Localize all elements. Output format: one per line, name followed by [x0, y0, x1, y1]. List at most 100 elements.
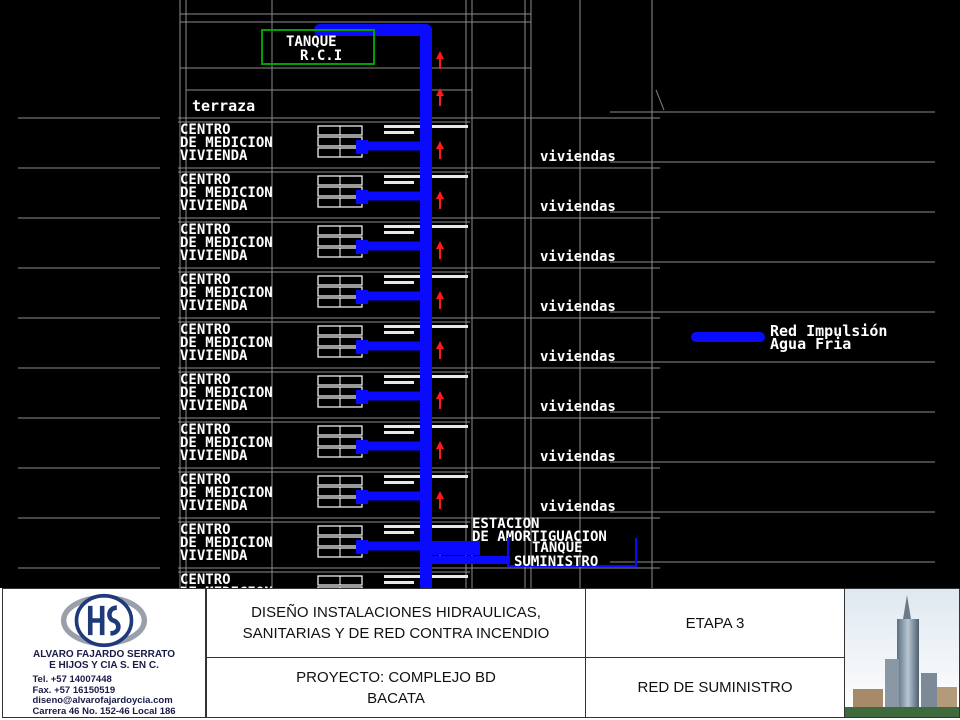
annotation-mark [384, 281, 414, 284]
branch-pipe-fitting [356, 190, 368, 204]
project-cell: PROYECTO: COMPLEJO BD BACATA [206, 657, 586, 718]
annotation-mark [384, 381, 414, 384]
floor-label-text: CENTRO [180, 322, 231, 338]
viviendas-label: viviendas [540, 349, 616, 365]
annotation-mark [384, 431, 414, 434]
stage-cell: ETAPA 3 [585, 588, 845, 658]
floor-label-text: CENTRO [180, 522, 231, 538]
company-fax: Fax. +57 16150519 [32, 684, 116, 696]
company-logo-icon [60, 593, 148, 648]
floor-label-text: CENTRO [180, 472, 231, 488]
branch-pipe-fitting [356, 540, 368, 554]
floor-label-text: DE MEDICION [180, 135, 273, 151]
company-tel: Tel. +57 14007448 [32, 674, 112, 685]
top-tank-label: R.C.I [300, 48, 342, 64]
viviendas-label: viviendas [540, 299, 616, 315]
floor-label-text: VIVIENDA [180, 248, 248, 264]
branch-pipe-fitting [356, 390, 368, 404]
impulsion-label: Agua Fria [770, 335, 851, 353]
branch-pipe-fitting [356, 290, 368, 304]
floor-label-text: DE MEDICION [180, 335, 273, 351]
viviendas-label: viviendas [540, 149, 616, 165]
top-tank-label: TANQUE [286, 34, 337, 50]
floor-label-text: VIVIENDA [180, 348, 248, 364]
annotation-mark [384, 131, 414, 134]
flow-arrow-head [436, 51, 444, 59]
floor-label-text: VIVIENDA [180, 498, 248, 514]
floor-label-text: VIVIENDA [180, 198, 248, 214]
project-line2: BACATA [367, 689, 425, 707]
company-logo-cell: ALVARO FAJARDO SERRATO E HIJOS Y CIA S. … [2, 588, 206, 718]
viviendas-label: viviendas [540, 199, 616, 215]
sheet-label: RED DE SUMINISTRO [637, 679, 793, 696]
viviendas-label: viviendas [540, 449, 616, 465]
flow-arrow-head [436, 291, 444, 299]
supply-tank-box [507, 538, 637, 567]
flow-arrow-head [436, 241, 444, 249]
annotation-mark [384, 181, 414, 184]
company-name: ALVARO FAJARDO SERRATO E HIJOS Y CIA S. … [33, 649, 175, 671]
annotation-mark [384, 231, 414, 234]
branch-pipe-fitting [356, 340, 368, 354]
branch-pipe-fitting [356, 140, 368, 154]
supply-tank-label: SUMINISTRO [514, 554, 598, 570]
floor-label-text: VIVIENDA [180, 448, 248, 464]
floor-label-text: DE MEDICION [180, 385, 273, 401]
description-line2: SANITARIAS Y DE RED CONTRA INCENDIO [242, 625, 550, 642]
impulsion-label: Red Impulsión [770, 322, 887, 340]
floor-label-text: CENTRO [180, 272, 231, 288]
building-render-cell [844, 588, 960, 718]
station-label: ESTACION [472, 516, 539, 532]
title-block: ALVARO FAJARDO SERRATO E HIJOS Y CIA S. … [0, 588, 960, 720]
viviendas-label: viviendas [540, 399, 616, 415]
annotation-mark [384, 481, 414, 484]
floor-label-text: DE MEDICION [180, 535, 273, 551]
flow-arrow-head [436, 88, 444, 96]
flow-arrow-head [436, 341, 444, 349]
stage-label: ETAPA 3 [685, 614, 745, 632]
floor-label-text: CENTRO [180, 172, 231, 188]
annotation-mark [384, 331, 414, 334]
annotation-mark [384, 581, 414, 584]
floor-label-text: DE MEDICION [180, 485, 273, 501]
station-label: DE AMORTIGUACION [472, 529, 607, 545]
floor-label-text: VIVIENDA [180, 548, 248, 564]
company-name-line1: ALVARO FAJARDO SERRATO [32, 649, 176, 660]
description-cell: DISEÑO INSTALACIONES HIDRAULICAS, SANITA… [206, 588, 586, 658]
branch-pipe-fitting [356, 490, 368, 504]
floor-label-text: CENTRO [180, 222, 231, 238]
section-horizontal-line [655, 89, 665, 111]
main-riser-pipe [314, 24, 432, 590]
branch-pipe-fitting [356, 240, 368, 254]
floor-label-text: DE MEDICION [180, 585, 273, 590]
floor-label-text: VIVIENDA [180, 298, 248, 314]
floor-label-text: DE MEDICION [180, 435, 273, 451]
terrace-label: terraza [192, 97, 255, 115]
company-email: diseno@alvarofajardoycia.com [32, 695, 173, 706]
flow-arrow-head [436, 191, 444, 199]
floor-label-text: CENTRO [180, 422, 231, 438]
floor-label-text: VIVIENDA [180, 398, 248, 414]
sheet-cell: RED DE SUMINISTRO [585, 657, 845, 718]
annotation-mark [384, 531, 414, 534]
viviendas-label: viviendas [540, 249, 616, 265]
floor-label-text: CENTRO [180, 372, 231, 388]
floor-label-text: CENTRO [180, 572, 231, 588]
floor-label-text: DE MEDICION [180, 235, 273, 251]
floor-label-text: CENTRO [180, 122, 231, 138]
flow-arrow-head [436, 441, 444, 449]
viviendas-label: viviendas [540, 499, 616, 515]
flow-arrow-head [436, 391, 444, 399]
flow-arrow-head [436, 141, 444, 149]
floor-label-text: DE MEDICION [180, 285, 273, 301]
flow-arrow-head [436, 491, 444, 499]
floor-label-text: DE MEDICION [180, 185, 273, 201]
top-tank-box [261, 29, 375, 65]
company-contact: Tel. +57 14007448 Fax. +57 16150519 dise… [32, 674, 176, 717]
company-address: Carrera 46 No. 152-46 Local 186 [32, 705, 176, 717]
branch-pipe-fitting [356, 440, 368, 454]
supply-tank-label: TANQUE [532, 540, 583, 556]
company-name-line2: E HIJOS Y CIA S. EN C. [49, 660, 159, 671]
